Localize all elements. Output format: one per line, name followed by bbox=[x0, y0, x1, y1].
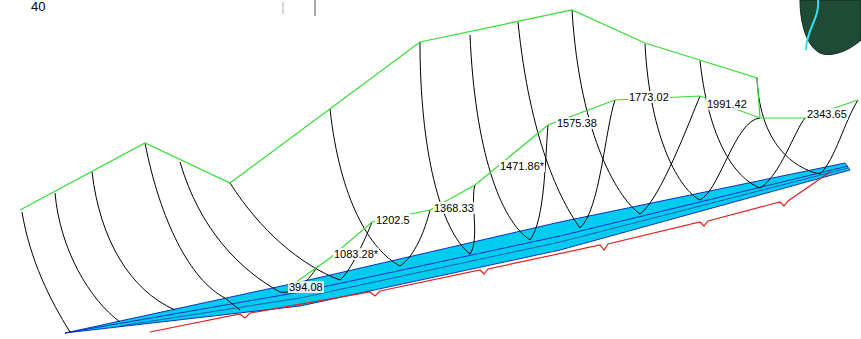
station-label: 1773.02 bbox=[628, 91, 670, 103]
thalweg-line bbox=[150, 172, 830, 332]
station-label: 1202.5 bbox=[375, 214, 411, 226]
tick-mark bbox=[315, 0, 316, 16]
water-line bbox=[120, 168, 848, 326]
station-label: 1471.86* bbox=[499, 160, 545, 172]
station-label: 1575.38 bbox=[556, 117, 598, 129]
bank-line bbox=[285, 96, 858, 290]
cross-sections bbox=[22, 10, 858, 332]
station-label: 1991.42 bbox=[706, 98, 748, 110]
station-label: 2343.65 bbox=[806, 108, 848, 120]
station-label: 394.08 bbox=[288, 281, 324, 293]
axis-number: 40 bbox=[30, 1, 46, 13]
bank-line bbox=[20, 10, 760, 210]
tick-mark bbox=[283, 2, 284, 14]
map-river bbox=[806, 0, 818, 50]
water-line bbox=[65, 166, 848, 333]
station-label: 1083.28* bbox=[333, 248, 379, 260]
map-inset bbox=[800, 0, 861, 55]
station-label: 1368.33 bbox=[433, 202, 475, 214]
water-surface bbox=[65, 163, 850, 333]
